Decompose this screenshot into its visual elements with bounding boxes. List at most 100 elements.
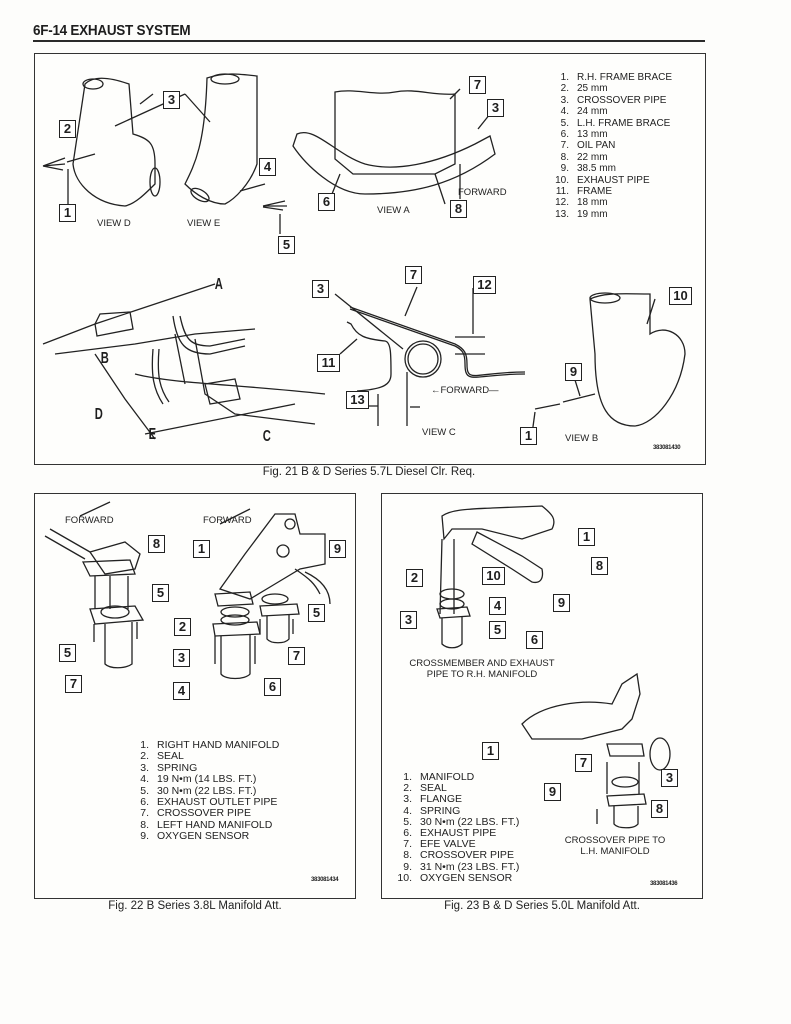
legend-item: 4. 24 mm bbox=[547, 106, 672, 117]
figure-21-frame: 1 2 3 4 5 6 7 3 8 VIEW D VIEW E VIEW A F… bbox=[34, 53, 706, 465]
callout-1: 1 bbox=[193, 540, 210, 558]
callout-8: 8 bbox=[651, 800, 668, 818]
legend-text: OXYGEN SENSOR bbox=[420, 871, 513, 884]
legend-number: 8. bbox=[403, 849, 412, 862]
legend-text: 24 mm bbox=[577, 106, 608, 118]
legend-number: 7. bbox=[560, 140, 569, 152]
legend-number: 10. bbox=[555, 174, 569, 186]
forward-label-left: FORWARD bbox=[65, 515, 114, 526]
legend-item: 4. SPRING bbox=[390, 804, 519, 817]
subcaption-bottom-line2: L.H. MANIFOLD bbox=[580, 846, 650, 857]
legend-text: 38.5 mm bbox=[577, 163, 616, 175]
legend-text: 19 N•m (14 LBS. FT.) bbox=[157, 773, 257, 786]
legend-number: 6. bbox=[140, 796, 149, 809]
legend-text: CROSSOVER PIPE bbox=[577, 94, 667, 106]
legend-item: 5.30 N•m (22 LBS. FT.) bbox=[390, 815, 520, 828]
legend-number: 2. bbox=[403, 782, 412, 795]
callout-4: 4 bbox=[259, 158, 276, 176]
legend-item: 8. LEFT HAND MANIFOLD bbox=[127, 818, 279, 831]
legend-item: 8.CROSSOVER PIPE bbox=[390, 850, 519, 861]
legend-number: 7. bbox=[140, 807, 149, 820]
callout-1: 1 bbox=[59, 204, 76, 222]
subcaption-top: CROSSMEMBER AND EXHAUST PIPE TO R.H. MAN… bbox=[402, 658, 562, 680]
view-d-label: VIEW D bbox=[97, 218, 131, 229]
legend-number: 1. bbox=[560, 72, 569, 83]
legend-number: 10. bbox=[397, 871, 412, 884]
legend-number: 11. bbox=[555, 186, 569, 198]
legend-text: EXHAUST PIPE bbox=[577, 174, 650, 186]
legend-text: SPRING bbox=[420, 804, 461, 817]
figure-21-caption: Fig. 21 B & D Series 5.7L Diesel Clr. Re… bbox=[262, 466, 476, 478]
page-header: 6F-14 EXHAUST SYSTEM bbox=[33, 20, 705, 42]
legend-item: 3. SPRING bbox=[127, 761, 279, 774]
legend-item: 6. EXHAUST PIPE bbox=[390, 827, 519, 840]
legend-item: 1. R.H. FRAME BRACE bbox=[547, 72, 672, 83]
legend-text: RIGHT HAND MANIFOLD bbox=[157, 739, 280, 751]
subcaption-bottom: CROSSOVER PIPE TO L.H. MANIFOLD bbox=[550, 835, 680, 857]
legend-number: 4. bbox=[403, 804, 412, 817]
view-a-label: VIEW A bbox=[377, 205, 410, 216]
callout-10: 10 bbox=[482, 567, 505, 585]
view-letter-e: E bbox=[148, 426, 157, 443]
legend-number: 9. bbox=[140, 830, 149, 843]
legend-number: 4. bbox=[560, 106, 569, 118]
forward-label-right: FORWARD bbox=[203, 515, 252, 526]
legend-text: FLANGE bbox=[420, 793, 463, 806]
legend-number: 7. bbox=[403, 838, 412, 851]
legend-number: 8. bbox=[140, 818, 149, 831]
legend-number: 3. bbox=[140, 761, 149, 774]
legend-item: 10. OXYGEN SENSOR bbox=[390, 871, 519, 884]
legend-number: 2. bbox=[560, 83, 569, 95]
callout-8: 8 bbox=[591, 557, 608, 575]
legend-item: 7. CROSSOVER PIPE bbox=[127, 807, 279, 820]
legend-item: 6.EXHAUST OUTLET PIPE bbox=[127, 796, 279, 809]
callout-3: 3 bbox=[400, 611, 417, 629]
page-title: 6F-14 EXHAUST SYSTEM bbox=[33, 22, 191, 39]
legend-text: LEFT HAND MANIFOLD bbox=[157, 818, 273, 831]
subcaption-bottom-line1: CROSSOVER PIPE TO bbox=[564, 835, 666, 846]
legend-item: 9.OXYGEN SENSOR bbox=[127, 830, 279, 843]
subcaption-top-line1: CROSSMEMBER AND EXHAUST bbox=[409, 658, 555, 669]
legend-text: 19 mm bbox=[577, 208, 608, 220]
legend-item: 7. EFE VALVE bbox=[390, 839, 519, 850]
legend-text: SEAL bbox=[157, 750, 184, 763]
callout-3: 3 bbox=[661, 769, 678, 787]
legend-text: 31 N•m (23 LBS. FT.) bbox=[420, 860, 520, 873]
callout-2: 2 bbox=[406, 569, 423, 587]
legend-item: 5.L.H. FRAME BRACE bbox=[547, 118, 672, 129]
callout-11: 11 bbox=[317, 354, 340, 372]
figure-23-drawing bbox=[436, 505, 671, 829]
legend-text: CROSSOVER PIPE bbox=[157, 807, 251, 820]
callout-7: 7 bbox=[469, 76, 486, 94]
legend-number: 6. bbox=[560, 129, 569, 141]
legend-number: 9. bbox=[560, 163, 569, 175]
legend-text: 25 mm bbox=[577, 83, 608, 95]
legend-text: SPRING bbox=[157, 761, 198, 774]
callout-5: 5 bbox=[278, 236, 295, 254]
legend-text: L.H. FRAME BRACE bbox=[577, 117, 671, 129]
callout-1: 1 bbox=[482, 742, 499, 760]
callout-8: 8 bbox=[450, 200, 467, 218]
legend-text: EFE VALVE bbox=[420, 838, 476, 851]
legend-item: 3.CROSSOVER PIPE bbox=[547, 95, 672, 106]
legend-number: 6. bbox=[403, 827, 412, 840]
legend-item: 7.OIL PAN bbox=[547, 140, 672, 151]
legend-text: R.H. FRAME BRACE bbox=[577, 72, 673, 83]
legend-item: 12.18 mm bbox=[547, 197, 672, 208]
callout-2: 2 bbox=[59, 120, 76, 138]
callout-7: 7 bbox=[65, 675, 82, 693]
legend-item: 9.31 N•m (23 LBS. FT.) bbox=[390, 860, 520, 873]
figure-22-drawing bbox=[44, 501, 331, 680]
legend-number: 12. bbox=[555, 197, 569, 209]
subcaption-top-line2: PIPE TO R.H. MANIFOLD bbox=[426, 669, 538, 680]
callout-5: 5 bbox=[489, 621, 506, 639]
view-c-label: VIEW C bbox=[422, 427, 456, 438]
legend-item: 10. EXHAUST PIPE bbox=[547, 175, 672, 186]
legend-text: 30 N•m (22 LBS. FT.) bbox=[420, 815, 520, 828]
legend-text: EXHAUST PIPE bbox=[420, 827, 497, 840]
callout-9: 9 bbox=[544, 783, 561, 801]
legend-item: 1.RIGHT HAND MANIFOLD bbox=[127, 739, 280, 751]
legend-text: FRAME bbox=[577, 186, 612, 198]
